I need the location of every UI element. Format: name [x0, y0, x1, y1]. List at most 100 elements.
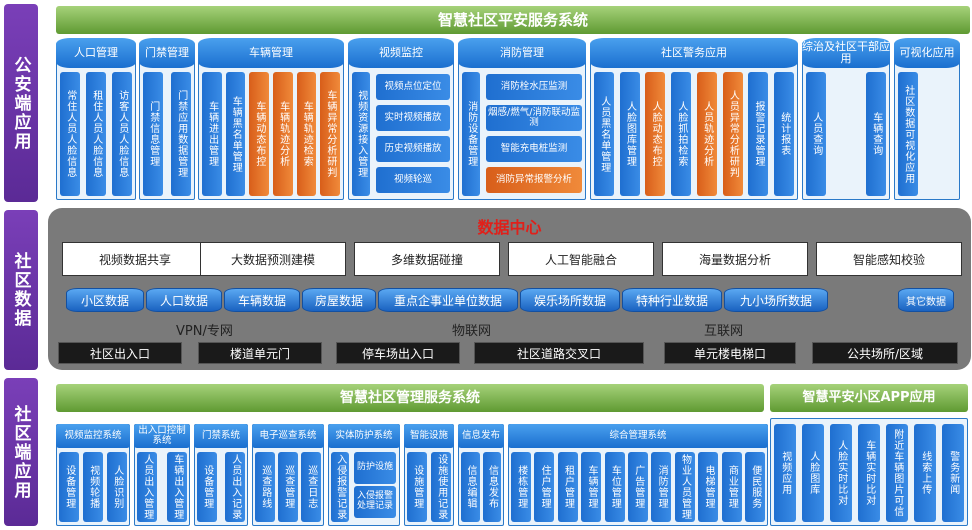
police-item: 门禁应用数据管理 — [171, 72, 191, 196]
police-sub-item: 智能充电桩监测 — [486, 136, 582, 162]
database-cylinder: 小区数据 — [66, 288, 144, 312]
database-cylinder: 人口数据 — [146, 288, 222, 312]
police-group-title: 消防管理 — [458, 38, 586, 68]
community-item: 入侵报警记录 — [331, 452, 349, 522]
police-group-title: 视频监控 — [348, 38, 454, 68]
community-group-title: 综合管理系统 — [508, 424, 768, 448]
community-item: 车辆管理 — [581, 452, 602, 522]
network-label: VPN/专网 — [176, 324, 233, 339]
data-source-gate: 楼道单元门 — [198, 342, 322, 364]
community-item: 租户管理 — [557, 452, 578, 522]
community-item: 信息发布 — [482, 452, 501, 522]
data-source-gate: 公共场所/区域 — [812, 342, 958, 364]
police-item: 统计报表 — [774, 72, 794, 196]
police-item: 车辆轨迹分析 — [273, 72, 293, 196]
community-item: 人员出入记录 — [225, 452, 245, 522]
police-item: 车辆查询 — [866, 72, 886, 196]
data-function-box: 大数据预测建模 — [200, 242, 346, 276]
police-sub-item: 视频点位定位 — [376, 74, 450, 100]
police-sub-item: 实时视频播放 — [376, 105, 450, 131]
top-banner: 智慧社区平安服务系统 — [56, 6, 970, 34]
police-item: 常住人员人脸信息 — [60, 72, 80, 196]
police-item: 车辆黑名单管理 — [225, 72, 246, 196]
community-item: 人员出入管理 — [137, 452, 157, 522]
police-item: 人员黑名单管理 — [594, 72, 614, 196]
data-function-box: 人工智能融合 — [508, 242, 654, 276]
police-item: 人脸动态布控 — [645, 72, 666, 196]
police-item: 人脸图库管理 — [619, 72, 640, 196]
community-item: 消防管理 — [651, 452, 672, 522]
community-group-title: 实体防护系统 — [328, 424, 400, 448]
police-item: 报警记录管理 — [748, 72, 769, 196]
police-item: 车辆异常分析研判 — [320, 72, 340, 196]
database-cylinder: 特种行业数据 — [622, 288, 722, 312]
community-item: 巡查路线 — [255, 452, 275, 522]
community-item: 楼栋管理 — [511, 452, 531, 522]
community-item: 物业人员管理 — [674, 452, 695, 522]
police-sub-item: 烟感/燃气/消防联动监测 — [486, 105, 582, 131]
police-item: 车辆轨迹检索 — [296, 72, 317, 196]
database-cylinder: 车辆数据 — [224, 288, 300, 312]
police-item: 消防设备管理 — [462, 72, 480, 196]
community-item: 视频轮播 — [83, 452, 103, 522]
side-label-community-data: 社区数据 — [4, 210, 38, 370]
database-cylinder: 娱乐场所数据 — [520, 288, 620, 312]
police-sub-item: 视频轮巡 — [376, 167, 450, 193]
network-label: 物联网 — [452, 324, 492, 339]
data-function-box: 视频数据共享 — [62, 242, 208, 276]
side-label-community-app: 社区端应用 — [4, 378, 38, 526]
community-group-title: 电子巡查系统 — [252, 424, 324, 448]
police-group-title: 可视化应用 — [894, 38, 960, 68]
community-item: 住户管理 — [534, 452, 555, 522]
app-item: 线索上传 — [914, 424, 936, 522]
community-item: 设备管理 — [197, 452, 217, 522]
community-item: 信息编辑 — [461, 452, 480, 522]
community-item: 便民服务 — [745, 452, 765, 522]
community-item: 商业管理 — [721, 452, 742, 522]
data-source-gate: 单元楼电梯口 — [664, 342, 796, 364]
database-cylinder: 其它数据 — [898, 288, 954, 312]
data-source-gate: 停车场出入口 — [336, 342, 460, 364]
police-item: 访客人员人脸信息 — [112, 72, 132, 196]
side-label-police: 公安端应用 — [4, 4, 38, 202]
community-item: 广告管理 — [628, 452, 648, 522]
community-sub-item: 入侵报警处理记录 — [354, 486, 396, 518]
app-item: 车辆实时比对 — [858, 424, 880, 522]
community-item: 人脸识别 — [107, 452, 127, 522]
police-item: 人脸抓拍检索 — [671, 72, 692, 196]
community-item: 巡查管理 — [278, 452, 298, 522]
community-sub-item: 防护设施 — [354, 452, 396, 484]
community-item: 车位管理 — [604, 452, 625, 522]
community-group-title: 信息发布 — [458, 424, 504, 448]
app-item: 视频应用 — [774, 424, 796, 522]
data-source-gate: 社区出入口 — [58, 342, 182, 364]
community-item: 巡查日志 — [301, 452, 321, 522]
community-group-title: 视频监控系统 — [56, 424, 130, 448]
police-item: 视频资源接入管理 — [352, 72, 370, 196]
police-sub-item: 消防栓水压监测 — [486, 74, 582, 100]
community-item: 设施使用记录 — [431, 452, 451, 522]
police-item: 车辆动态布控 — [249, 72, 269, 196]
community-group-title: 门禁系统 — [194, 424, 248, 448]
police-group-title: 车辆管理 — [198, 38, 344, 68]
mgmt-banner: 智慧社区管理服务系统 — [56, 384, 764, 412]
data-function-box: 海量数据分析 — [662, 242, 808, 276]
community-item: 电梯管理 — [698, 452, 719, 522]
police-group-title: 综治及社区干部应用 — [802, 38, 890, 68]
app-item: 人脸图库 — [802, 424, 824, 522]
app-banner: 智慧平安小区APP应用 — [770, 384, 968, 412]
police-group-title: 人口管理 — [56, 38, 136, 68]
community-item: 车辆出入管理 — [167, 452, 187, 522]
database-cylinder: 重点企事业单位数据 — [378, 288, 518, 312]
community-group-title: 智能设施 — [404, 424, 454, 448]
police-item: 人员查询 — [806, 72, 826, 196]
police-sub-item: 历史视频播放 — [376, 136, 450, 162]
community-item: 设备管理 — [59, 452, 79, 522]
police-item: 租住人员人脸信息 — [86, 72, 106, 196]
community-group-title: 出入口控制系统 — [134, 424, 190, 448]
community-item: 设施管理 — [407, 452, 427, 522]
police-sub-item: 消防异常报警分析 — [486, 167, 582, 193]
database-cylinder: 九小场所数据 — [724, 288, 828, 312]
police-group-title: 社区警务应用 — [590, 38, 798, 68]
network-label: 互联网 — [704, 324, 744, 339]
